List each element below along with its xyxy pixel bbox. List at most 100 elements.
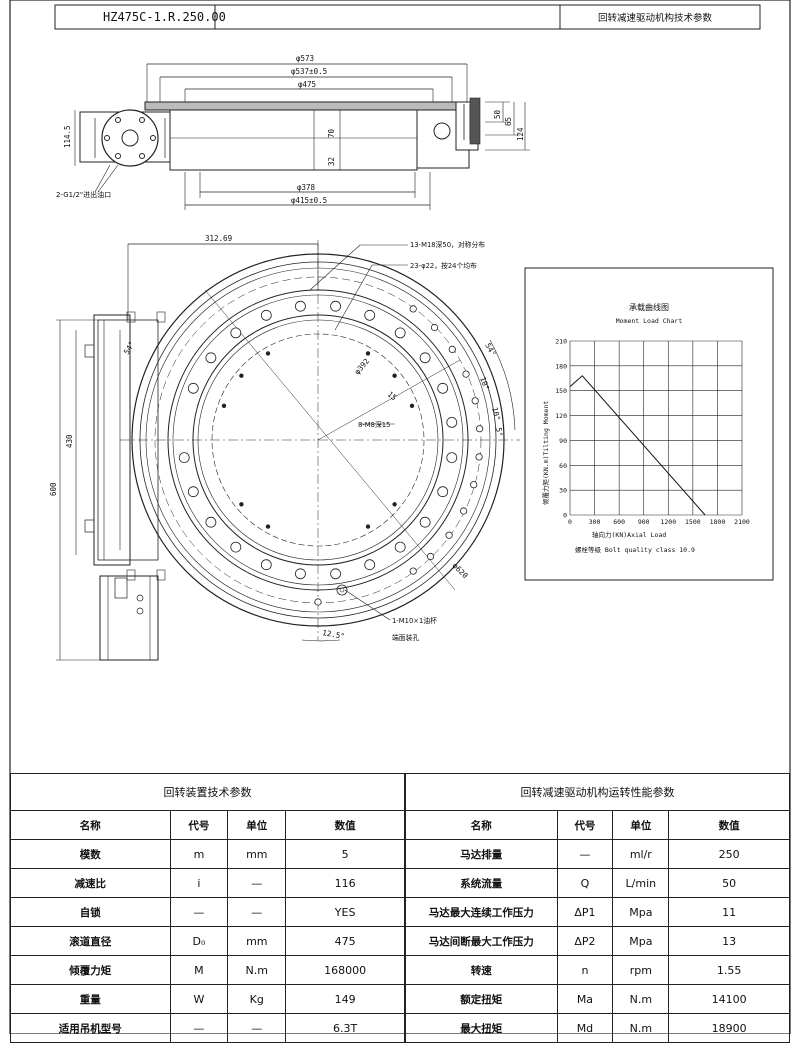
right-header-cell: 数值: [668, 810, 790, 840]
table-cell: 116: [285, 868, 405, 898]
chart-x-tick-label: 2100: [734, 518, 750, 526]
chart-x-tick-label: 1500: [685, 518, 701, 526]
outer-bolt-hole: [448, 345, 456, 353]
table-cell: mm: [227, 839, 287, 869]
inner-bolt-hole: [330, 300, 342, 312]
table-cell: 系统流量: [405, 868, 558, 898]
small-thread-hole: [221, 403, 227, 408]
table-cell: N.m: [227, 955, 287, 985]
table-cell: M: [169, 955, 229, 985]
plan-view-dims: 312.69 430 600 φ620 φ392 15 54° 54° 10° …: [49, 234, 504, 642]
right-table-title: 回转减速驱动机构运转性能参数: [405, 773, 790, 811]
note-m8: 8-M8深15: [358, 420, 390, 429]
table-cell: 适用吊机型号: [10, 1013, 171, 1043]
table-cell: 最大扭矩: [405, 1013, 558, 1043]
chart-y-tick-label: 210: [555, 338, 567, 346]
outer-bolt-hole: [470, 481, 478, 489]
dim-70: 70: [327, 128, 336, 138]
outer-bolt-hole: [475, 453, 483, 461]
small-thread-hole: [239, 502, 244, 507]
dim-312-69: 312.69: [205, 234, 232, 243]
inner-bolt-hole: [178, 452, 190, 464]
small-thread-hole: [365, 351, 371, 356]
table-cell: —: [227, 868, 287, 898]
angle-12-5: 12.5°: [322, 628, 346, 641]
left-header-cell: 名称: [10, 810, 171, 840]
table-cell: 50: [668, 868, 790, 898]
dim-573: φ573: [296, 54, 314, 63]
dim-392: φ392: [353, 357, 372, 377]
chart-y-tick-label: 150: [555, 387, 567, 395]
sheet-title: 回转减速驱动机构技术参数: [598, 12, 713, 24]
table-cell: Q: [556, 868, 614, 898]
dim-537: φ537±0.5: [291, 67, 327, 76]
inner-bolt-hole: [187, 382, 199, 394]
table-cell: ΔP2: [556, 926, 614, 956]
right-header-row: 名称代号单位数值: [405, 810, 790, 840]
dim-114-5: 114.5: [63, 125, 72, 148]
inner-bolt-hole: [205, 352, 217, 364]
oil-port-note: 2-G1/2"进出油口: [56, 190, 111, 199]
outer-bolt-hole: [459, 507, 468, 515]
inner-bolt-hole: [394, 541, 406, 553]
table-cell: 马达排量: [405, 839, 558, 869]
table-cell: 转速: [405, 955, 558, 985]
table-row: 自锁——YES: [10, 897, 405, 927]
chart-grid: [569, 340, 743, 516]
table-cell: Mpa: [612, 897, 670, 927]
table-cell: 模数: [10, 839, 171, 869]
dim-15: 15: [386, 390, 399, 403]
inner-bolt-hole: [364, 559, 376, 571]
small-thread-hole: [365, 524, 371, 529]
left-header-row: 名称代号单位数值: [10, 810, 405, 840]
note-m10: 1-M10×1油杯: [392, 616, 437, 625]
inner-bolt-hole: [260, 559, 272, 571]
inner-bolt-hole: [446, 452, 458, 464]
chart-xlabel: 轴向力(KN)Axial Load: [592, 530, 666, 539]
table-cell: D₀: [169, 926, 229, 956]
angle-10-b: 10°: [490, 406, 502, 421]
table-cell: YES: [285, 897, 405, 927]
chart-y-tick-label: 30: [559, 487, 567, 495]
table-cell: rpm: [612, 955, 670, 985]
table-cell: 1.55: [668, 955, 790, 985]
right-header-cell: 名称: [405, 810, 558, 840]
chart-y-tick-label: 0: [563, 512, 567, 520]
note-phi22: 23-φ22，按24个均布: [410, 261, 477, 270]
dim-378: φ378: [297, 183, 316, 192]
table-cell: —: [227, 897, 287, 927]
table-cell: 13: [668, 926, 790, 956]
angle-5: 5°: [494, 427, 504, 437]
right-header-cell: 代号: [556, 810, 614, 840]
outer-bolt-hole: [426, 552, 435, 561]
small-thread-hole: [392, 373, 397, 378]
outer-bolt-hole: [430, 323, 439, 332]
chart-series-line: [569, 375, 706, 516]
moment-load-chart: 承载曲线图 Moment Load Chart 轴向力(KN)Axial Loa…: [541, 302, 750, 554]
inner-bolt-hole: [294, 300, 306, 312]
note-end-face: 端面装孔: [392, 633, 419, 642]
angle-54-right: 54°: [483, 342, 498, 358]
outer-bolt-hole: [475, 425, 484, 433]
table-cell: 马达最大连续工作压力: [405, 897, 558, 927]
inner-bolt-hole: [364, 309, 376, 321]
table-cell: Md: [556, 1013, 614, 1043]
inner-bolt-hole: [437, 382, 449, 394]
table-cell: 马达间断最大工作压力: [405, 926, 558, 956]
outer-bolt-hole: [445, 531, 453, 539]
chart-series: [569, 375, 706, 516]
inner-bolt-hole: [230, 327, 242, 339]
dim-620: φ620: [451, 561, 470, 580]
chart-x-tick-label: 600: [613, 518, 625, 526]
